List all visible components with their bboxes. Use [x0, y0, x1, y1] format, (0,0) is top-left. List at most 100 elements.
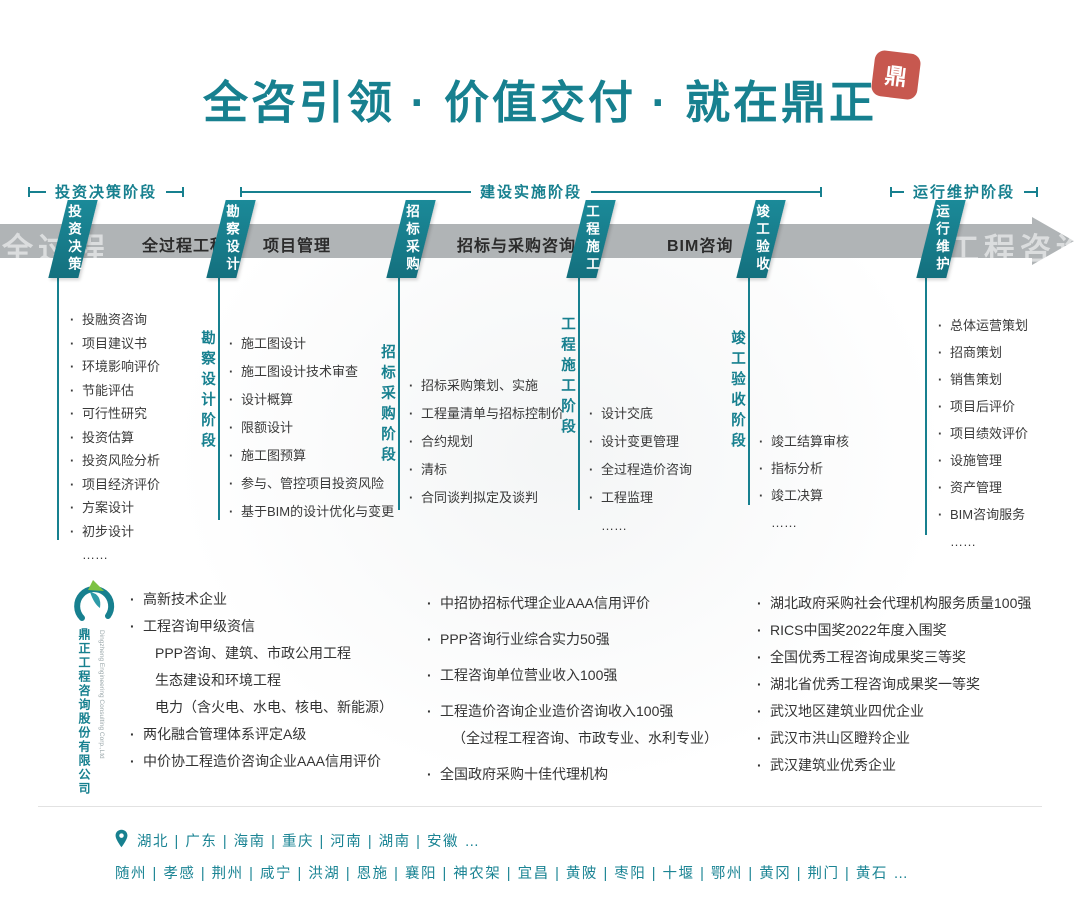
achievement-item: 电力（含火电、水电、核电、新能源） — [155, 699, 393, 715]
page-title: 全咨引领 · 价值交付 · 就在鼎正 — [203, 77, 877, 128]
list-item: 设施管理 — [937, 447, 1028, 474]
service-list: 施工图设计 施工图设计技术审查 设计概算 限额设计 施工图预算 参与、管控项目投… — [228, 330, 394, 526]
process-band — [0, 224, 1032, 258]
bracket-line — [242, 190, 471, 193]
list-item: 环境影响评价 — [69, 355, 160, 379]
band-label-bidding-consulting: 招标与采购咨询 — [457, 238, 577, 255]
phase-label: 运行维护阶段 — [913, 184, 1016, 201]
list-item: …… — [82, 547, 108, 562]
achievement-item: 工程咨询甲级资信 — [128, 613, 393, 640]
list-item: …… — [601, 518, 627, 533]
bracket-line — [166, 190, 183, 193]
list-item: 工程监理 — [588, 484, 692, 512]
list-item: …… — [771, 515, 797, 530]
list-item: 初步设计 — [69, 520, 160, 544]
list-item: 可行性研究 — [69, 402, 160, 426]
list-item: 基于BIM的设计优化与变更 — [228, 498, 394, 526]
service-list: 总体运营策划 招商策划 销售策划 项目后评价 项目绩效评价 设施管理 资产管理 … — [937, 312, 1028, 555]
bracket-line — [1024, 190, 1037, 193]
bracket-tick — [182, 186, 185, 197]
list-item: 项目后评价 — [937, 393, 1028, 420]
flag-label: 竣工验收 — [754, 204, 769, 274]
list-item: 方案设计 — [69, 496, 160, 520]
list-item: 销售策划 — [937, 366, 1028, 393]
flag-label: 招标采购 — [404, 204, 419, 274]
column-header: 招标采购阶段 — [379, 344, 395, 467]
achievement-item: 工程造价咨询企业造价咨询收入100强 — [425, 698, 718, 725]
column-header: 勘察设计阶段 — [199, 330, 215, 453]
achievement-item: 工程咨询单位营业收入100强 — [425, 662, 718, 689]
achievement-item: 湖北政府采购社会代理机构服务质量100强 — [755, 590, 1031, 617]
flag-label: 运行维护 — [934, 204, 949, 274]
phase-operation-maintenance: 运行维护阶段 — [890, 181, 1039, 202]
list-item: 工程量清单与招标控制价 — [408, 400, 564, 428]
service-list: 设计交底 设计变更管理 全过程造价咨询 工程监理 …… — [588, 400, 692, 540]
list-item: 招商策划 — [937, 339, 1028, 366]
list-item: 施工图预算 — [228, 442, 394, 470]
list-item: 设计变更管理 — [588, 428, 692, 456]
list-item: 合约规划 — [408, 428, 564, 456]
achievement-item: 全国政府采购十佳代理机构 — [425, 761, 718, 788]
bracket-tick — [28, 186, 30, 197]
achievements-col-1: 高新技术企业 工程咨询甲级资信 PPP咨询、建筑、市政公用工程 生态建设和环境工… — [128, 586, 393, 775]
bracket-tick — [820, 186, 823, 197]
service-list: 投融资咨询 项目建议书 环境影响评价 节能评估 可行性研究 投资估算 投资风险分… — [69, 308, 160, 567]
band-label-full-process: 全过程工程 — [142, 238, 228, 255]
column-divider-line — [398, 278, 400, 510]
list-item: 施工图设计 — [228, 330, 394, 358]
list-item: 竣工决算 — [758, 482, 849, 509]
band-watermark-right: 工程咨询 — [948, 232, 1080, 267]
list-item: 项目经济评价 — [69, 473, 160, 497]
list-item: 投资风险分析 — [69, 449, 160, 473]
bracket-line — [30, 190, 46, 193]
process-band-arrowhead — [1032, 217, 1074, 265]
phase-label: 建设实施阶段 — [480, 184, 583, 201]
company-name-cn: 鼎正工程咨询股份有限公司 — [77, 628, 91, 796]
bracket-line — [591, 190, 821, 193]
list-item: 投资估算 — [69, 426, 160, 450]
bracket-tick — [890, 186, 892, 197]
list-item: 投融资咨询 — [69, 308, 160, 332]
list-item: 施工图设计技术审查 — [228, 358, 394, 386]
list-item: 全过程造价咨询 — [588, 456, 692, 484]
column-divider-line — [218, 278, 220, 520]
column-header: 工程施工阶段 — [559, 316, 575, 439]
achievement-item: 中价协工程造价咨询企业AAA信用评价 — [128, 748, 393, 775]
achievement-item: 武汉建筑业优秀企业 — [755, 752, 1031, 779]
list-item: 节能评估 — [69, 379, 160, 403]
achievements-col-2: 中招协招标代理企业AAA信用评价 PPP咨询行业综合实力50强 工程咨询单位营业… — [425, 590, 718, 788]
location-pin-icon — [114, 829, 129, 853]
company-name-en: Dingzheng Engineering Consulting Corp.,L… — [98, 630, 105, 759]
column-header: 竣工验收阶段 — [729, 330, 745, 453]
list-item: 设计概算 — [228, 386, 394, 414]
service-list: 竣工结算审核 指标分析 竣工决算 …… — [758, 428, 849, 536]
achievement-item: PPP咨询、建筑、市政公用工程 — [155, 645, 352, 661]
footer-divider — [38, 806, 1042, 807]
achievements-col-3: 湖北政府采购社会代理机构服务质量100强 RICS中国奖2022年度入围奖 全国… — [755, 590, 1031, 779]
phase-label: 投资决策阶段 — [55, 184, 158, 201]
bracket-tick — [1036, 186, 1039, 197]
achievement-item: 湖北省优秀工程咨询成果奖一等奖 — [755, 671, 1031, 698]
list-item: 清标 — [408, 456, 564, 484]
list-item: 项目建议书 — [69, 332, 160, 356]
column-divider-line — [748, 278, 750, 505]
achievement-item: 生态建设和环境工程 — [155, 672, 281, 688]
column-divider-line — [925, 278, 927, 535]
bracket-tick — [240, 186, 242, 197]
achievement-item: 武汉地区建筑业四优企业 — [755, 698, 1031, 725]
achievement-item: 中招协招标代理企业AAA信用评价 — [425, 590, 718, 617]
column-divider-line — [578, 278, 580, 510]
list-item: 设计交底 — [588, 400, 692, 428]
phase-investment-decision: 投资决策阶段 — [28, 181, 185, 202]
list-item: 参与、管控项目投资风险 — [228, 470, 394, 498]
list-item: 指标分析 — [758, 455, 849, 482]
achievement-item: 武汉市洪山区瞪羚企业 — [755, 725, 1031, 752]
list-item: 项目绩效评价 — [937, 420, 1028, 447]
band-label-bim-consulting: BIM咨询 — [667, 238, 734, 255]
bracket-line — [892, 190, 904, 193]
flag-label: 勘察设计 — [224, 204, 239, 274]
list-item: 竣工结算审核 — [758, 428, 849, 455]
achievement-item: （全过程工程咨询、市政专业、水利专业） — [452, 730, 718, 746]
company-logo — [72, 578, 116, 629]
achievement-item: 两化融合管理体系评定A级 — [128, 721, 393, 748]
